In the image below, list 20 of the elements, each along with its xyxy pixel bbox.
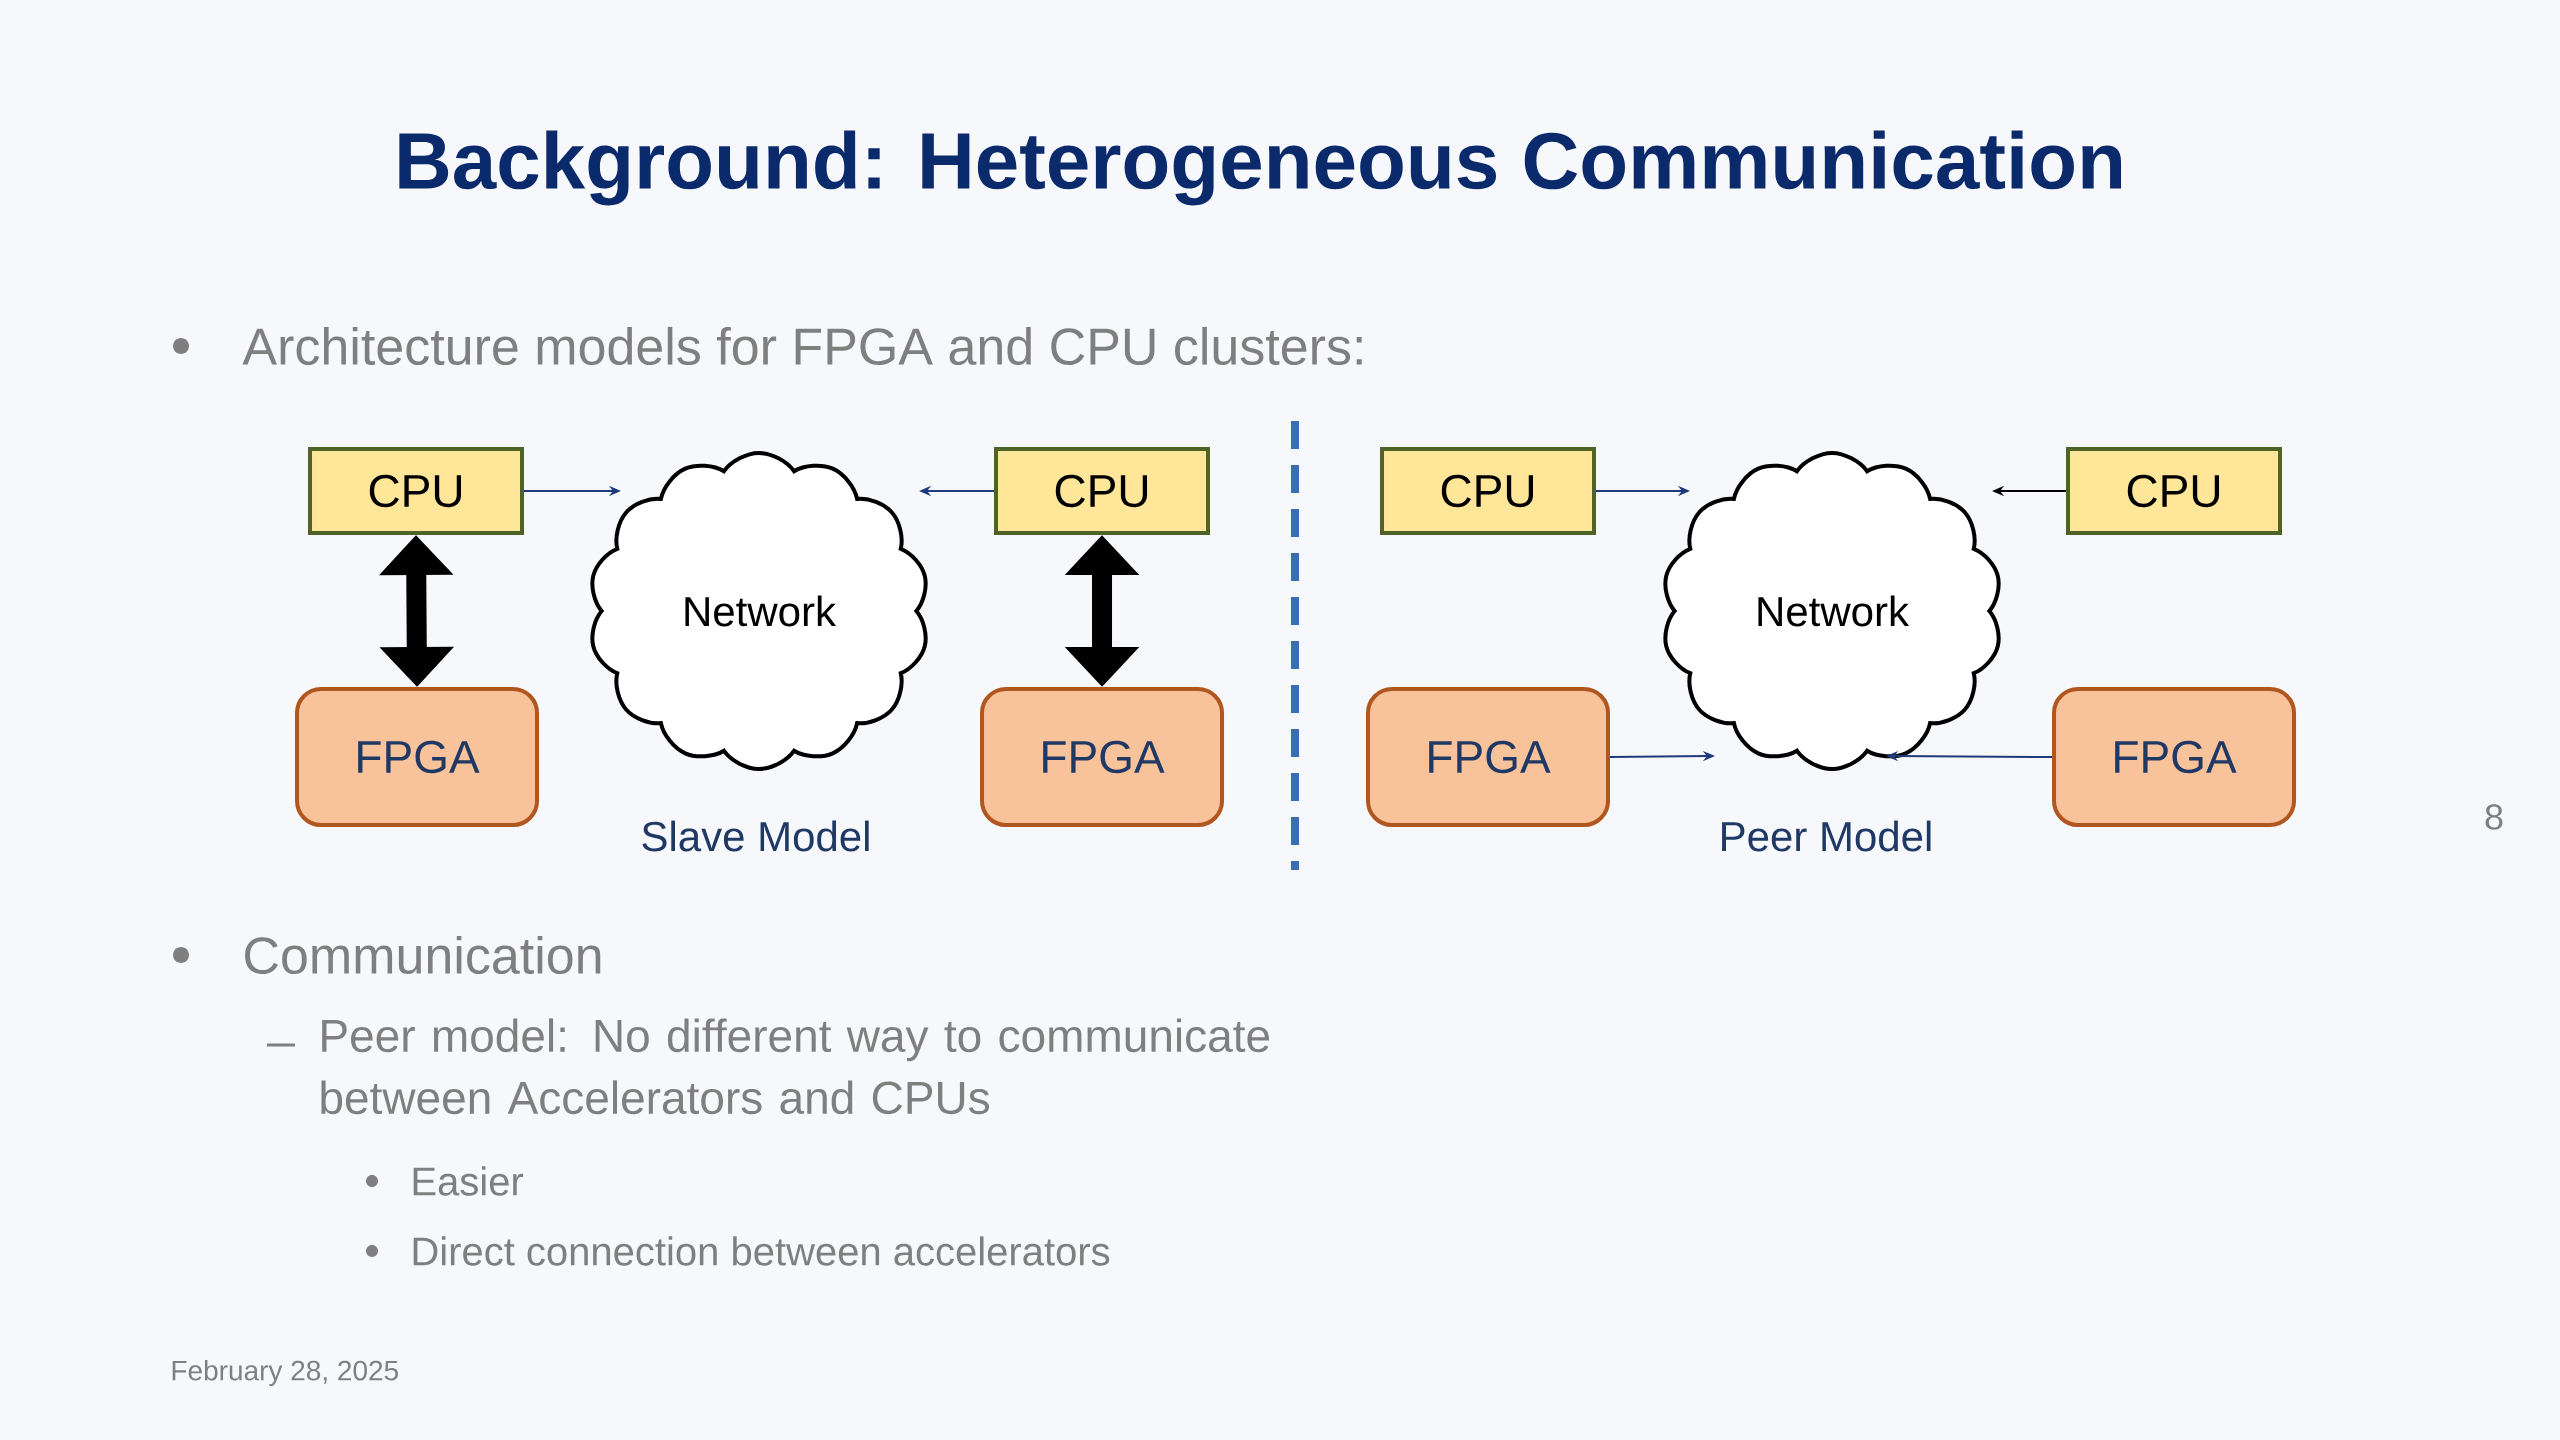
network-cloud: Network [1663, 451, 2001, 771]
fpga-box: FPGA [2052, 687, 2296, 827]
cpu-box: CPU [1380, 447, 1596, 535]
fpga-box: FPGA [980, 687, 1224, 827]
model-caption: Slave Model [642, 820, 869, 852]
bullet-text: Communication [245, 935, 601, 975]
cpu-box: CPU [2066, 447, 2282, 535]
date: February 28, 2025 [172, 1359, 398, 1387]
cpu-box: CPU [308, 447, 524, 535]
bullet-text: Peer model: No different way to communicate between Accelerators and CPUs [321, 1018, 1270, 1115]
bullet-text: Architecture models for FPGA and CPU clusters: [242, 326, 1362, 366]
fpga-box: FPGA [1366, 687, 1610, 827]
network-cloud: Network [590, 451, 928, 771]
bullet-text: Easier [413, 1166, 524, 1196]
title: Background: Heterogeneous Communication [399, 130, 2121, 206]
bullet-text: Direct connection between accelerators [413, 1236, 1110, 1266]
page-number: 8 [2485, 804, 2503, 830]
fpga-box: FPGA [295, 687, 539, 827]
cpu-box: CPU [994, 447, 1210, 535]
model-caption: Peer Model [1722, 820, 1931, 852]
